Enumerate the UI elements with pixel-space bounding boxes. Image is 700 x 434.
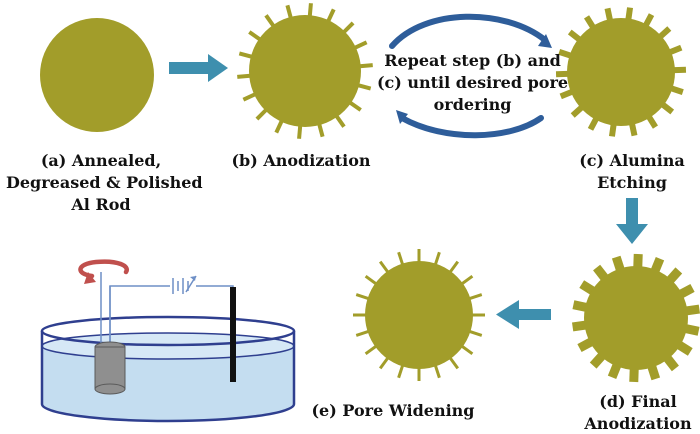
particle-spike <box>353 313 369 317</box>
step-e-line: (e) Pore Widening <box>311 401 475 420</box>
repeat-note-line: Repeat step (b) and <box>384 51 561 70</box>
anodized-particle <box>237 3 373 139</box>
al-rod-particle <box>40 18 154 132</box>
cycle-arrow-top-head <box>538 34 552 48</box>
step-b-label: (b) Anodization <box>226 150 376 172</box>
step-e-label: (e) Pore Widening <box>308 400 478 422</box>
anodization-cell-icon <box>40 259 296 423</box>
widened-pore-particle <box>353 249 485 381</box>
step-a-line: Degreased & Polished <box>6 173 203 192</box>
repeat-note-line: ordering <box>433 95 512 114</box>
repeat-note-line: (c) until desired pore <box>376 73 569 92</box>
left-arrow-icon <box>496 300 551 329</box>
right-arrow-icon <box>169 54 228 82</box>
down-arrow-icon <box>616 198 648 244</box>
battery-icon <box>172 275 197 294</box>
al-rod-bottom <box>94 383 126 395</box>
al-rod-sample <box>94 346 126 390</box>
particle-spike <box>469 313 485 317</box>
particle-spike <box>417 249 421 265</box>
step-c-line: Etching <box>597 173 667 192</box>
step-a-label: (a) Annealed, Degreased & Polished Al Rod <box>6 150 203 216</box>
particle-core <box>249 15 361 127</box>
repeat-note-label: Repeat step (b) and (c) until desired por… <box>375 50 570 116</box>
cycle-arrow-bottom-head <box>396 110 408 124</box>
particle-core <box>365 261 473 369</box>
particle-core <box>567 18 675 126</box>
etched-particle <box>555 7 687 137</box>
final-anodized-particle <box>571 253 700 383</box>
step-a-line: Al Rod <box>71 195 131 214</box>
particle-core <box>584 266 688 370</box>
step-a-line: (a) Annealed, <box>40 151 162 170</box>
particle-spike <box>417 365 421 381</box>
cycle-arrows-icon <box>389 13 552 139</box>
step-b-line: (b) Anodization <box>231 151 371 170</box>
step-d-line: (d) Final <box>599 392 677 411</box>
rotation-arrow-icon <box>78 259 129 284</box>
circuit-wire-right <box>196 285 234 290</box>
cycle-arrow-top <box>389 13 548 49</box>
counter-electrode <box>230 287 236 382</box>
cycle-arrow-bottom <box>399 115 544 139</box>
step-d-line: Anodization <box>584 414 692 433</box>
container-bottom <box>40 403 296 423</box>
step-c-line: (c) Alumina <box>579 151 685 170</box>
